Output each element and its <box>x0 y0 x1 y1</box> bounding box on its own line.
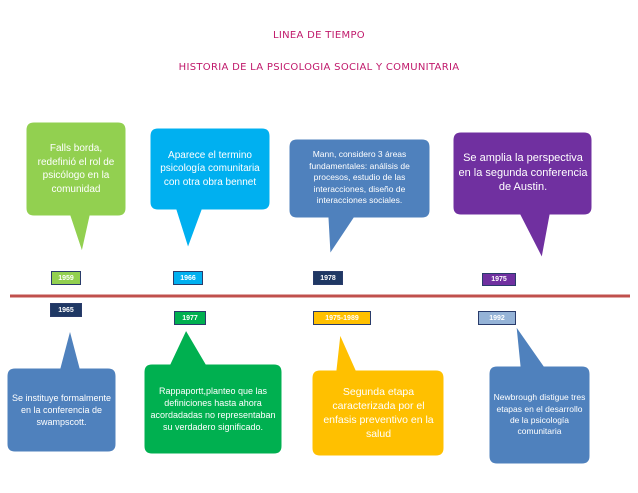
callout-shape-1959 <box>25 121 127 254</box>
year-badge-1977: 1977 <box>174 311 206 325</box>
event-text-1975-top: Se amplia la perspectiva en la segunda c… <box>458 151 588 194</box>
event-text-1965: Se instituye formalmente en la conferenc… <box>11 392 112 428</box>
page-subtitle: HISTORIA DE LA PSICOLOGIA SOCIAL Y COMUN… <box>178 62 460 73</box>
year-badge-1978: 1978 <box>313 271 343 285</box>
callout-shape-1975-1989 <box>311 332 445 457</box>
event-text-1966: Aparece el termino psicología comunitari… <box>160 149 260 188</box>
year-badge-1975-1989: 1975-1989 <box>313 311 371 325</box>
event-text-1977: Rappaportt,planteo que las definiciones … <box>150 385 276 433</box>
callout-shape-1992 <box>488 324 591 465</box>
event-text-1978: Mann, considero 3 áreas fundamentales: a… <box>309 149 410 206</box>
year-badge-1959: 1959 <box>51 271 81 285</box>
callout-shape-1965 <box>6 328 117 453</box>
callout-shape-1966 <box>149 127 271 250</box>
year-badge-1992: 1992 <box>478 311 516 325</box>
event-text-1959: Falls borda, redefinió el rol de psicólo… <box>37 143 115 195</box>
callout-shape-1977 <box>143 328 283 455</box>
callout-shape-1978 <box>288 138 431 256</box>
year-badge-1965: 1965 <box>50 303 82 317</box>
event-text-1975-1989: Segunda etapa caracterizada por el enfas… <box>323 385 434 441</box>
year-badge-1975-top: 1975 <box>482 273 516 286</box>
year-badge-1966: 1966 <box>173 271 203 285</box>
callout-shape-1975-top <box>452 131 593 260</box>
event-text-1992: Newbrough distigue tres etapas en el des… <box>493 392 586 437</box>
page-title: LINEA DE TIEMPO <box>273 30 365 41</box>
